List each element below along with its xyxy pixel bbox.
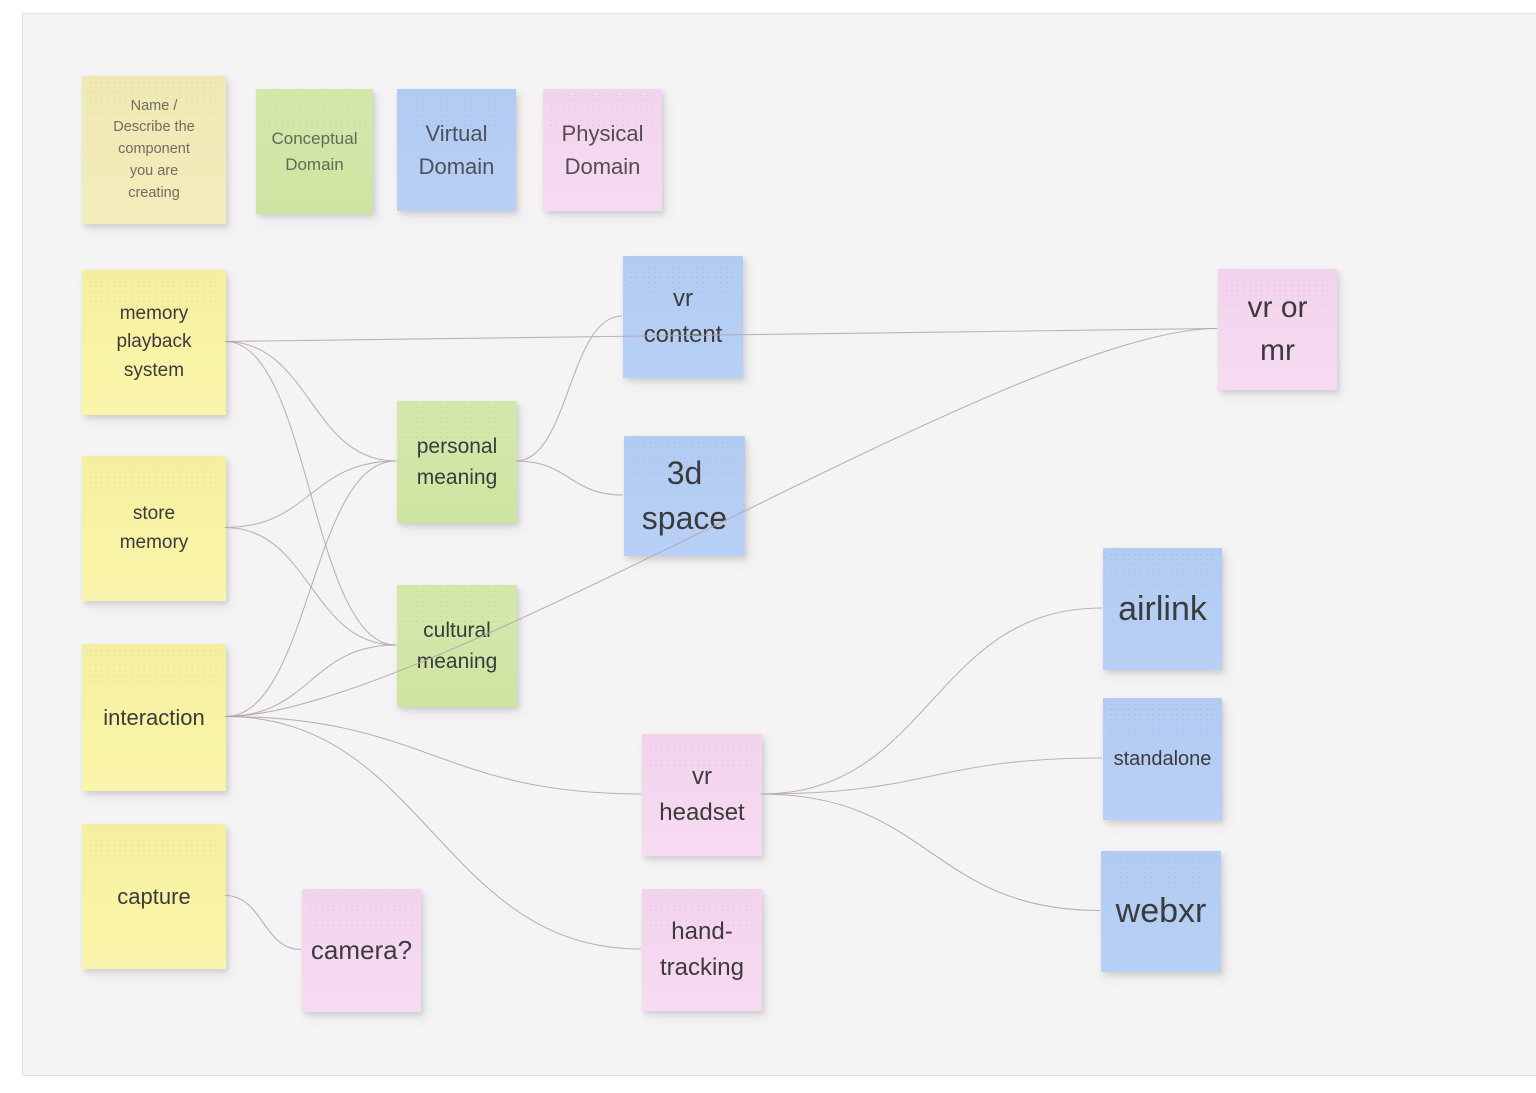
sticky-note-camera[interactable]: camera? [302, 889, 421, 1012]
sticky-note-label: webxr [1115, 892, 1207, 931]
connector-interaction-to-vr-headset[interactable] [224, 715, 642, 795]
sticky-note-label: vr headset [659, 763, 745, 826]
sticky-note-label: camera? [310, 935, 413, 965]
sticky-note-vr-headset[interactable]: vr headset [642, 734, 762, 856]
sticky-note-label: cultural meaning [416, 618, 498, 674]
sticky-note-label: vr or mr [1247, 290, 1308, 367]
sticky-note-webxr[interactable]: webxr [1101, 851, 1221, 972]
sticky-note-interaction[interactable]: interaction [82, 644, 226, 791]
connector-vr-headset-to-standalone[interactable] [760, 757, 1103, 795]
sticky-note-vr-or-mr[interactable]: vr or mr [1218, 269, 1337, 390]
whiteboard-canvas[interactable]: Name / Describe the component you are cr… [22, 13, 1536, 1076]
connector-vr-headset-to-webxr[interactable] [760, 793, 1101, 912]
sticky-note-label: Name / Describe the component you are cr… [113, 97, 195, 201]
sticky-note-label: Physical Domain [561, 121, 644, 179]
sticky-note-label: Conceptual Domain [271, 129, 358, 174]
sticky-note-3d-space[interactable]: 3d space [624, 436, 745, 556]
sticky-note-hand-tracking[interactable]: hand- tracking [642, 889, 762, 1011]
sticky-note-standalone[interactable]: standalone [1103, 698, 1222, 820]
sticky-note-label: hand- tracking [659, 918, 745, 981]
sticky-note-cultural-meaning[interactable]: cultural meaning [397, 585, 517, 707]
sticky-note-personal-meaning[interactable]: personal meaning [397, 401, 517, 523]
sticky-note-legend-virtual[interactable]: Virtual Domain [397, 89, 516, 211]
sticky-note-label: store memory [119, 503, 189, 553]
connector-personal-meaning-to-3d-space[interactable] [515, 460, 624, 496]
connector-vr-headset-to-airlink[interactable] [760, 607, 1103, 795]
connector-capture-to-camera[interactable] [224, 894, 302, 951]
sticky-note-label: personal meaning [416, 434, 498, 490]
sticky-note-legend-physical[interactable]: Physical Domain [543, 89, 662, 211]
sticky-note-label: 3d space [641, 454, 728, 536]
sticky-note-capture[interactable]: capture [82, 824, 226, 969]
sticky-note-label: airlink [1118, 589, 1207, 628]
sticky-note-label: memory playback system [116, 302, 192, 381]
sticky-note-label: interaction [103, 705, 205, 730]
sticky-note-memory-playback[interactable]: memory playback system [82, 270, 226, 415]
sticky-note-label: capture [117, 884, 191, 909]
sticky-note-legend-conceptual[interactable]: Conceptual Domain [256, 89, 373, 214]
connector-interaction-to-personal-meaning[interactable] [224, 460, 397, 718]
connector-memory-playback-to-cultural-meaning[interactable] [224, 340, 397, 646]
connector-personal-meaning-to-vr-content[interactable] [515, 315, 623, 462]
connector-interaction-to-cultural-meaning[interactable] [224, 644, 397, 718]
connector-store-memory-to-personal-meaning[interactable] [224, 460, 397, 529]
sticky-note-label: Virtual Domain [418, 121, 495, 179]
connector-interaction-to-hand-tracking[interactable] [224, 715, 642, 950]
sticky-note-store-memory[interactable]: store memory [82, 456, 226, 601]
sticky-note-airlink[interactable]: airlink [1103, 548, 1222, 670]
sticky-note-label: standalone [1113, 748, 1212, 770]
connector-store-memory-to-cultural-meaning[interactable] [224, 526, 397, 646]
connector-interaction-to-vr-or-mr[interactable] [224, 327, 1218, 718]
sticky-note-legend-instructions[interactable]: Name / Describe the component you are cr… [82, 76, 226, 224]
connector-memory-playback-to-personal-meaning[interactable] [224, 340, 397, 462]
sticky-note-label: vr content [643, 285, 723, 348]
sticky-note-vr-content[interactable]: vr content [623, 256, 743, 378]
